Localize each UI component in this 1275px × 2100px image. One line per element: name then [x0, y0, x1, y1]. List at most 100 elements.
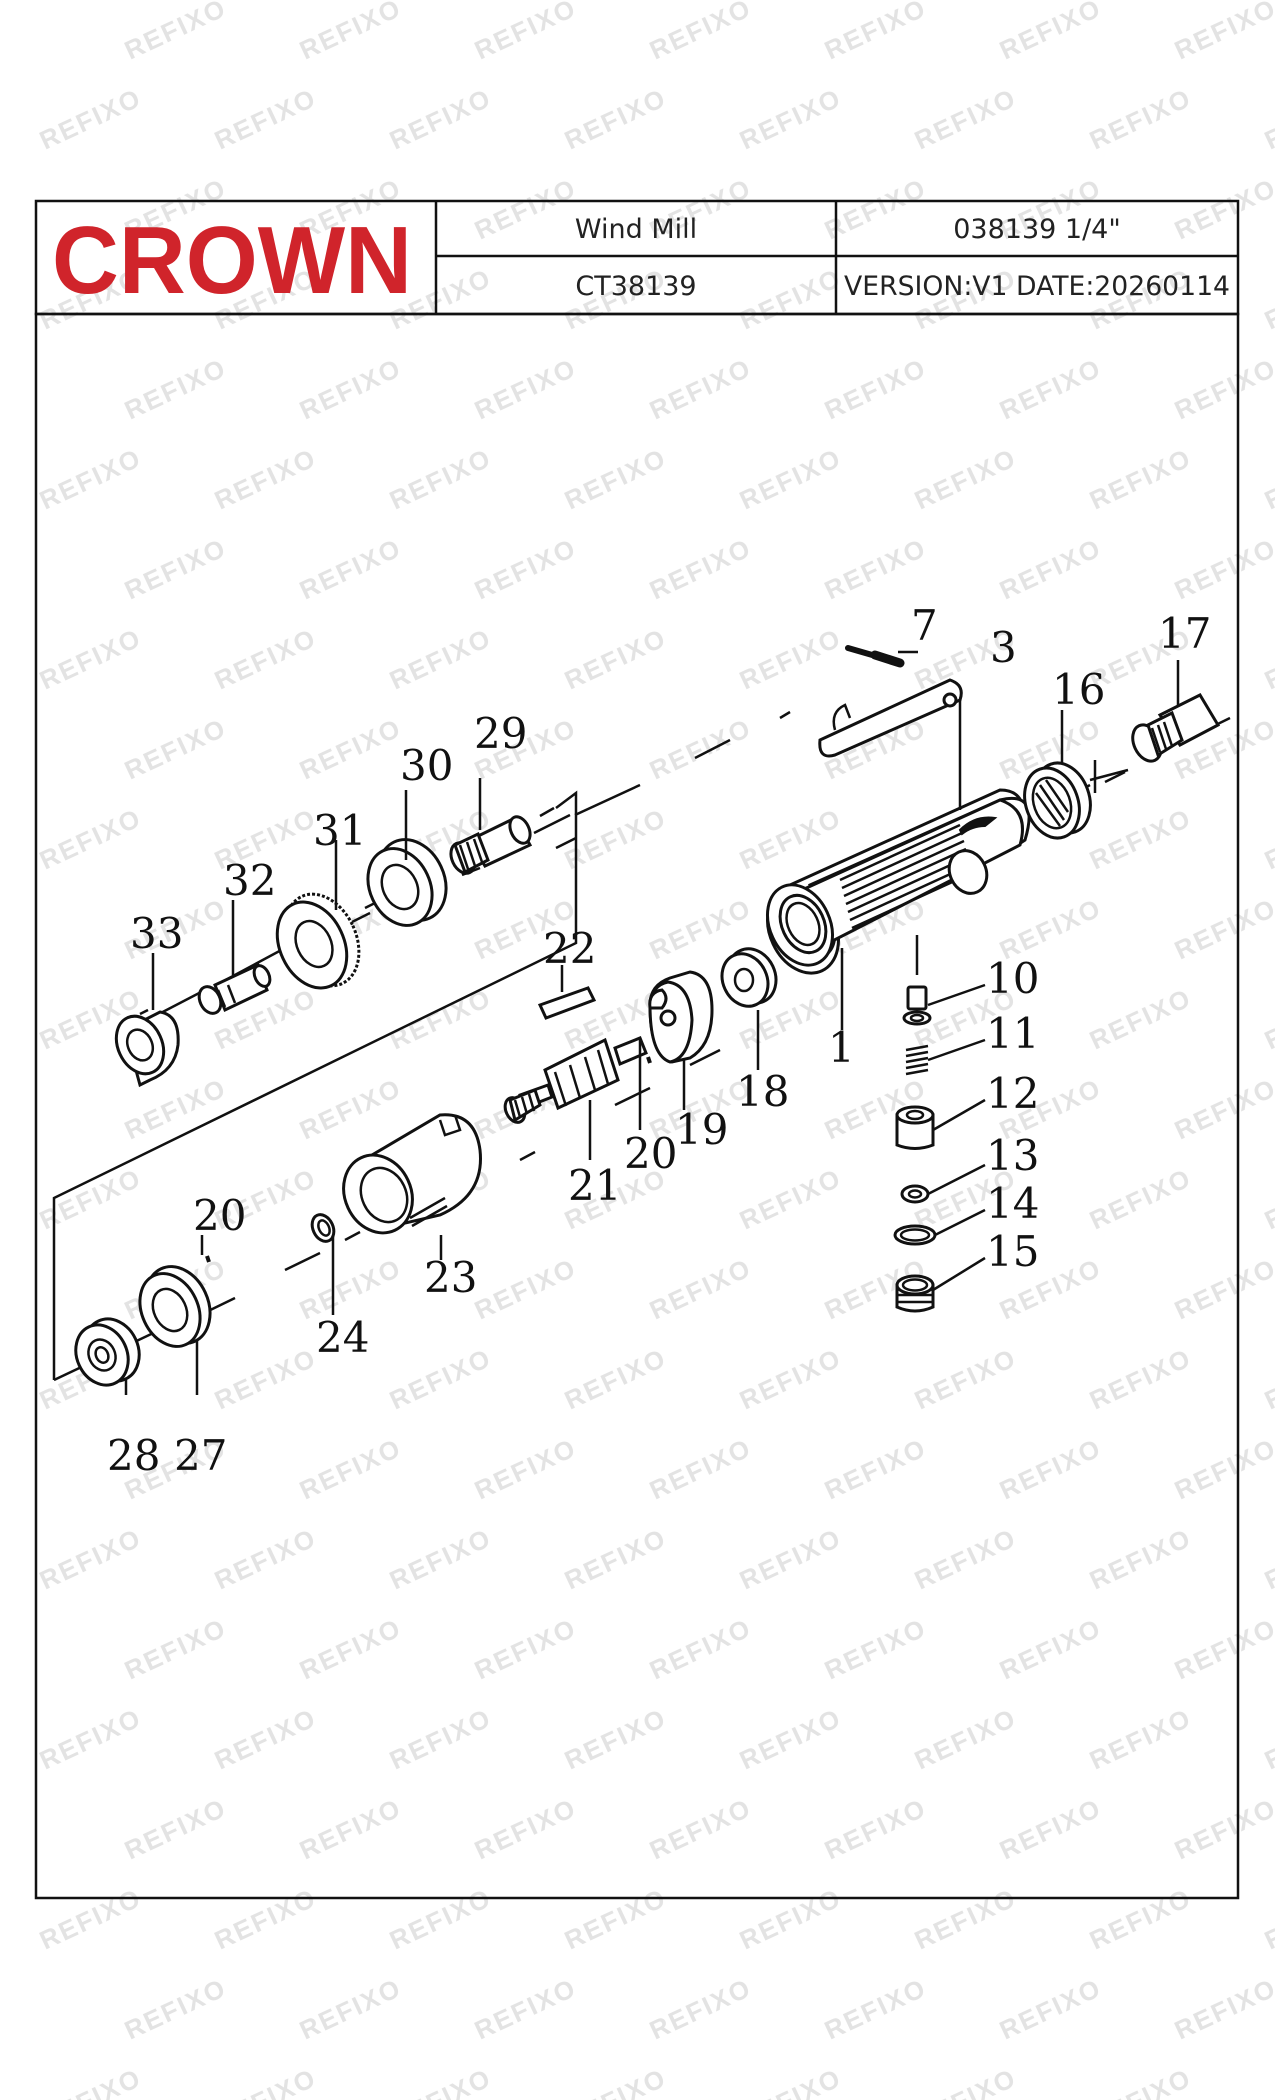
watermark-text: REFIXO — [995, 0, 1106, 65]
label-12: 12 — [986, 1069, 1039, 1118]
watermark-text: REFIXO — [1170, 1612, 1275, 1685]
watermark-text: REFIXO — [1260, 1882, 1275, 1955]
watermark-text: REFIXO — [1260, 82, 1275, 155]
part-24-ring — [310, 1213, 336, 1243]
watermark-text: REFIXO — [560, 82, 671, 155]
label-11: 11 — [986, 1009, 1039, 1058]
model-code: CT38139 — [575, 271, 696, 302]
watermark-text: REFIXO — [295, 352, 406, 425]
watermark-text: REFIXO — [295, 1612, 406, 1685]
part-30-lock-ring — [366, 838, 448, 927]
watermark-text: REFIXO — [1260, 622, 1275, 695]
part-29-spindle — [449, 815, 533, 875]
watermark-text: REFIXO — [645, 712, 756, 785]
watermark-text: REFIXO — [35, 1522, 146, 1595]
watermark-text: REFIXO — [210, 1522, 321, 1595]
watermark-text: REFIXO — [910, 1702, 1021, 1775]
watermark-text: REFIXO — [295, 532, 406, 605]
watermark-text: REFIXO — [735, 1702, 846, 1775]
watermark-text: REFIXO — [1085, 1702, 1196, 1775]
label-1: 1 — [828, 1023, 855, 1072]
watermark-text: REFIXO — [1170, 172, 1275, 245]
watermark-text: REFIXO — [1085, 1882, 1196, 1955]
watermark-text: REFIXO — [295, 1072, 406, 1145]
watermark-text: REFIXO — [470, 1612, 581, 1685]
watermark-text: REFIXO — [820, 352, 931, 425]
watermark-text: REFIXO — [560, 442, 671, 515]
watermark-text: REFIXO — [1085, 82, 1196, 155]
part-19-rear-plate — [648, 970, 714, 1064]
watermark-text: REFIXO — [295, 712, 406, 785]
watermark-text: REFIXO — [120, 1072, 231, 1145]
label-18: 18 — [736, 1067, 789, 1116]
watermark-text: REFIXO — [820, 1432, 931, 1505]
watermark-text: REFIXO — [35, 1702, 146, 1775]
part-10-valve-stem — [902, 985, 932, 1026]
watermark-text: REFIXO — [120, 1612, 231, 1685]
watermark-text: REFIXO — [645, 0, 756, 65]
watermark-text: REFIXO — [1260, 1342, 1275, 1415]
label-21: 21 — [568, 1161, 621, 1210]
watermark-text: REFIXO — [120, 352, 231, 425]
label-7: 7 — [911, 601, 938, 650]
part-31-collar — [275, 892, 361, 990]
part-15-valve-cap — [895, 1274, 935, 1313]
watermark-text: REFIXO — [385, 1882, 496, 1955]
drawing-frame — [34, 312, 1240, 1900]
watermark-text: REFIXO — [35, 802, 146, 875]
watermark-text: REFIXO — [735, 622, 846, 695]
watermark-text: REFIXO — [735, 1162, 846, 1235]
watermark-text: REFIXO — [1085, 442, 1196, 515]
watermark-text: REFIXO — [560, 2062, 671, 2100]
watermark-text: REFIXO — [210, 442, 321, 515]
part-7-pin — [845, 645, 905, 668]
watermark-text: REFIXO — [1170, 0, 1275, 65]
watermark-text: REFIXO — [1170, 1072, 1275, 1145]
watermark-text: REFIXO — [995, 1612, 1106, 1685]
part-number: 038139 1/4" — [953, 214, 1121, 245]
label-15: 15 — [986, 1227, 1039, 1276]
watermark-text: REFIXO — [560, 1522, 671, 1595]
part-17-air-inlet — [1131, 693, 1221, 763]
watermark-text: REFIXO — [210, 2062, 321, 2100]
label-29: 29 — [474, 709, 527, 758]
watermark-text: REFIXO — [120, 532, 231, 605]
watermark-text: REFIXO — [560, 622, 671, 695]
watermark-text: REFIXO — [1085, 1162, 1196, 1235]
watermark-text: REFIXO — [560, 1342, 671, 1415]
watermark-text: REFIXO — [385, 1702, 496, 1775]
label-31: 31 — [313, 806, 366, 855]
watermark-text: REFIXO — [910, 1882, 1021, 1955]
watermark-text: REFIXO — [820, 1792, 931, 1865]
label-3: 3 — [990, 623, 1017, 672]
watermark-text: REFIXO — [735, 1882, 846, 1955]
label-14: 14 — [986, 1179, 1039, 1228]
watermark-text: REFIXO — [910, 1522, 1021, 1595]
label-32: 32 — [223, 856, 276, 905]
watermark-text: REFIXO — [470, 1792, 581, 1865]
watermark-text: REFIXO — [1170, 352, 1275, 425]
part-18-bearing — [720, 947, 778, 1008]
watermark-text: REFIXO — [120, 0, 231, 65]
watermark-text: REFIXO — [995, 532, 1106, 605]
watermark-text: REFIXO — [120, 1972, 231, 2045]
watermark-text: REFIXO — [470, 352, 581, 425]
part-20-pin-lower — [205, 1255, 211, 1263]
label-27: 27 — [174, 1431, 227, 1480]
watermark-text: REFIXO — [120, 1792, 231, 1865]
watermark-text: REFIXO — [385, 1522, 496, 1595]
watermark-text: REFIXO — [1085, 982, 1196, 1055]
label-13: 13 — [986, 1131, 1039, 1180]
label-16: 16 — [1052, 665, 1105, 714]
watermark-text: REFIXO — [1170, 1972, 1275, 2045]
watermark-text: REFIXO — [820, 0, 931, 65]
watermark-text: REFIXO — [1260, 2062, 1275, 2100]
watermark-text: REFIXO — [735, 262, 846, 335]
label-20-lower: 20 — [193, 1191, 246, 1240]
watermark-text: REFIXO — [820, 1972, 931, 2045]
part-11-spring — [905, 1044, 929, 1076]
part-22-vane — [537, 986, 597, 1020]
watermark-text: REFIXO — [385, 442, 496, 515]
watermark-text: REFIXO — [645, 352, 756, 425]
watermark-text: REFIXO — [210, 1882, 321, 1955]
